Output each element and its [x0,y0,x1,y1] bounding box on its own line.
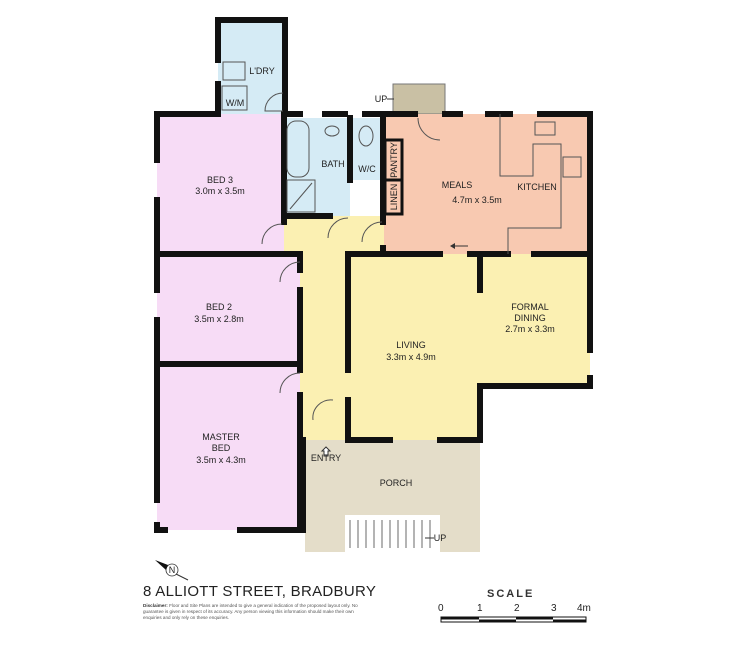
bath-label: BATH [321,159,344,169]
svg-text:N: N [169,565,176,575]
pantry-label: PANTRY [389,142,399,178]
porch-label: PORCH [380,478,413,488]
linen-label: LINEN [389,184,399,211]
back-step [392,83,446,115]
bed2-label: BED 2 [206,302,232,312]
meals-kitchen-room [383,114,590,254]
living-size: 3.3m x 4.9m [386,352,436,362]
dining-label-2: DINING [514,313,546,323]
master-label-2: BED [212,443,231,453]
porch-steps [345,515,440,552]
fixtures [221,61,582,421]
living-room [348,254,480,440]
entry-arrow-icon [320,446,332,457]
bathtub-icon [286,120,310,178]
bed2-room [157,254,300,364]
scale-title: SCALE [487,588,535,600]
disclaimer-text: Floor and Site Plans are intended to giv… [143,603,358,620]
wc-room [350,118,383,180]
bath-room [284,118,350,216]
bed3-size: 3.0m x 3.5m [195,186,245,196]
dining-label: FORMAL [511,302,549,312]
hallway [300,250,348,440]
entry-label: ENTRY [311,453,341,463]
master-bed-room [157,364,300,530]
laundry-room [218,22,285,114]
wm-label: W/M [226,98,245,108]
scale-tick: 4m [577,603,591,614]
disclaimer: Disclaimer: Floor and Site Plans are int… [143,603,368,621]
cooktop-icon [562,156,582,178]
laundry-label: L'DRY [249,66,275,76]
master-label: MASTER [202,432,240,442]
wc-label: W/C [358,164,376,174]
washing-machine-icon [221,85,248,111]
disclaimer-label: Disclaimer: [143,603,168,608]
up-porch-label: UP [434,533,447,543]
sink-icon [534,121,556,136]
shower-icon [286,179,316,213]
meals-label: MEALS [442,180,473,190]
bed3-label: BED 3 [207,175,233,185]
formal-dining-room [480,254,590,385]
bed2-size: 3.5m x 2.8m [194,314,244,324]
meals-size: 4.7m x 3.5m [452,195,502,205]
toilet-icon [358,125,374,147]
dining-size: 2.7m x 3.3m [505,324,555,334]
master-size: 3.5m x 4.3m [196,455,246,465]
kitchen-label: KITCHEN [517,182,557,192]
scale-bar [440,616,587,623]
scale-tick: 1 [477,603,483,614]
scale-tick: 0 [438,603,444,614]
living-label: LIVING [396,340,426,350]
basin-icon [324,125,340,137]
bed3-room [157,114,284,254]
scale-tick: 3 [551,603,557,614]
scale-tick: 2 [514,603,520,614]
up-back-label: UP [375,94,388,104]
hallway [284,216,384,256]
tub-icon [222,61,246,81]
property-address: 8 ALLIOTT STREET, BRADBURY [143,583,377,600]
compass-icon: N [155,560,189,581]
